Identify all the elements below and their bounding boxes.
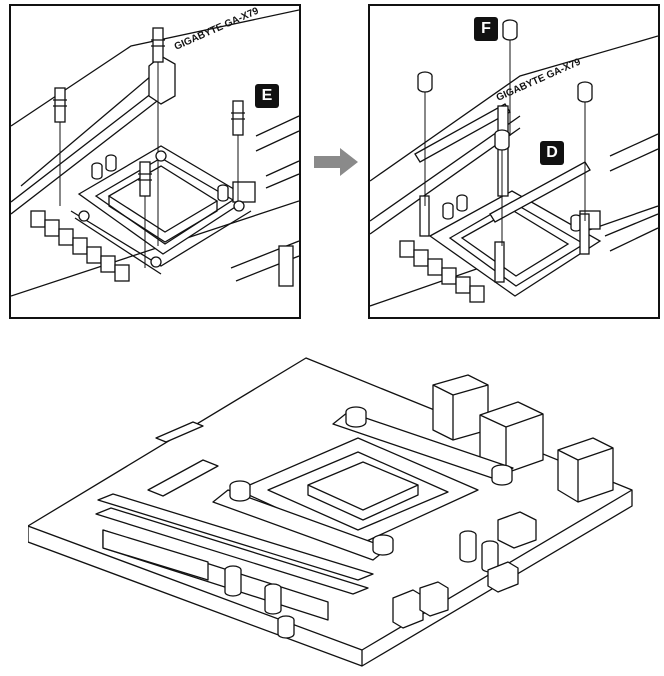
assembled-cooler-illustration bbox=[28, 330, 642, 670]
assembled-motherboard-drawing bbox=[28, 357, 633, 667]
motherboard-socket-illustration-right: GIGABYTE GA-X79 bbox=[370, 19, 658, 307]
step-panel-left: GIGABYTE GA-X79 E bbox=[9, 4, 301, 319]
arrow-right-icon bbox=[314, 148, 358, 176]
silkscreen-label-right: GIGABYTE GA-X79 bbox=[495, 56, 583, 103]
step-label-d: D bbox=[540, 141, 564, 165]
silkscreen-label-left: GIGABYTE GA-X79 bbox=[173, 6, 261, 53]
motherboard-socket-illustration-left: GIGABYTE GA-X79 bbox=[11, 6, 299, 297]
step-panel-right: GIGABYTE GA-X79 F D bbox=[368, 4, 660, 319]
step-label-e: E bbox=[255, 84, 279, 108]
step-label-f: F bbox=[474, 17, 498, 41]
